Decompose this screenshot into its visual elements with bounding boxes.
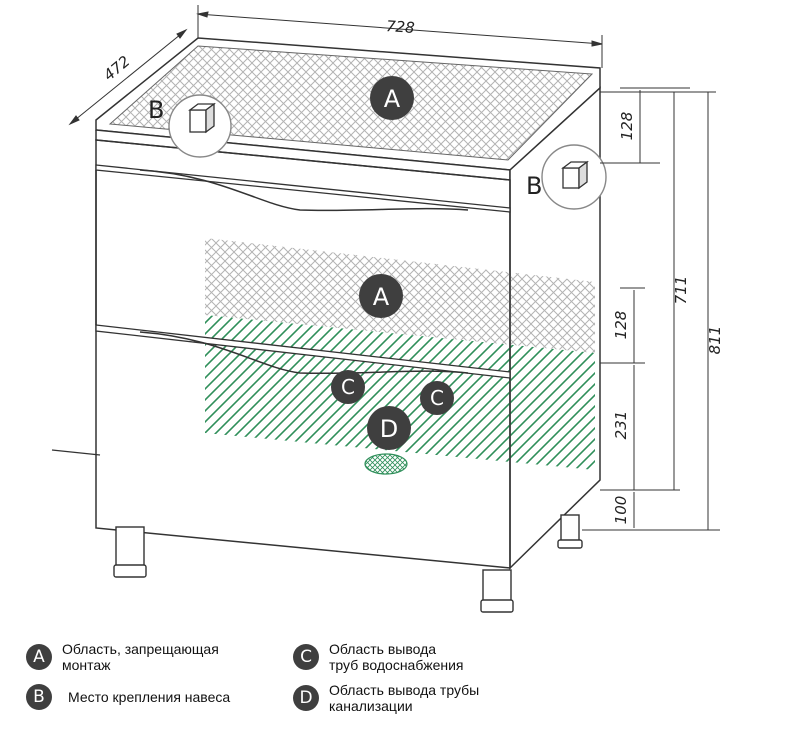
marker-b-left: B — [148, 96, 164, 124]
dim-depth: 472 — [100, 52, 134, 84]
cabinet-legs — [113, 514, 583, 613]
marker-c-left: C — [331, 370, 365, 404]
mount-detail-right — [541, 144, 607, 210]
svg-text:C: C — [341, 375, 355, 399]
dim-width: 728 — [385, 17, 415, 37]
dim-top-zone: 128 — [618, 112, 636, 141]
lower-drawer — [95, 324, 511, 379]
svg-text:D: D — [380, 415, 398, 443]
dim-total-height: 811 — [706, 326, 724, 355]
drain-outlet — [364, 453, 408, 475]
mount-detail-left — [168, 94, 232, 158]
svg-text:A: A — [384, 85, 401, 113]
marker-d: D — [367, 406, 411, 450]
upper-drawer — [95, 164, 511, 213]
marker-b-right: B — [526, 172, 542, 200]
marker-a-middle: A — [359, 274, 403, 318]
wall-line — [51, 449, 101, 456]
dim-pipe-zone: 231 — [612, 411, 630, 440]
dimension-lines — [68, 5, 720, 531]
dim-legs: 100 — [612, 496, 630, 525]
dim-body-height: 711 — [672, 276, 690, 305]
cabinet-front — [95, 139, 511, 569]
marker-a-top: A — [370, 76, 414, 120]
svg-text:C: C — [430, 386, 444, 410]
dim-middle-zone: 128 — [612, 311, 630, 340]
marker-c-right: C — [420, 381, 454, 415]
svg-text:A: A — [373, 283, 390, 311]
